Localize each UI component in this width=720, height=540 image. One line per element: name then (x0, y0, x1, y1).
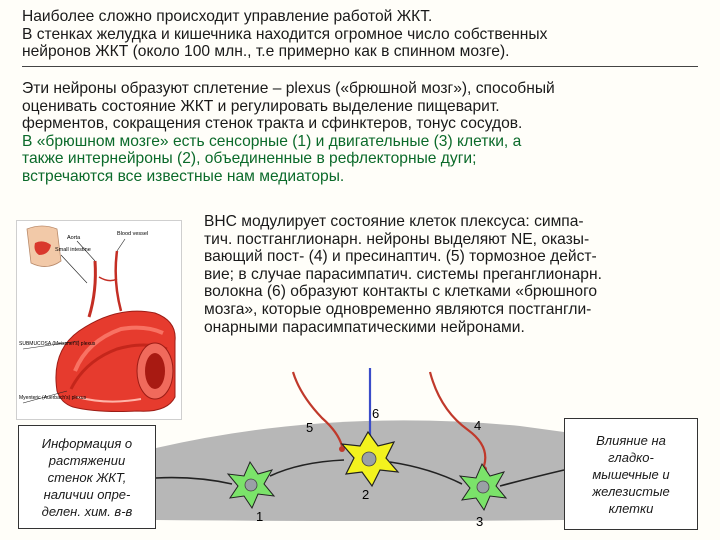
axon-2-to-3 (389, 461, 463, 485)
ans-line-4: вие; в случае парасимпатич. системы прег… (204, 265, 602, 283)
sensory-neuron-1 (226, 460, 276, 510)
intro-paragraph: Наиболее сложно происходит управление ра… (22, 8, 712, 61)
plexus-line-6: встречаются все известные нам медиаторы. (22, 167, 345, 185)
synapse-5 (339, 446, 345, 452)
plexus-line-1: Эти нейроны образуют сплетение – plexus … (22, 80, 555, 97)
neuron-label-2: 2 (362, 487, 369, 502)
effector-info-box: Влияние на гладко- мышечные и железистые… (564, 418, 698, 530)
intro-line-1: Наиболее сложно происходит управление ра… (22, 8, 433, 25)
blood-vessel (87, 250, 123, 318)
sensory-input (155, 476, 233, 485)
axon-1-to-2 (269, 459, 345, 477)
effector-info-line-3: мышечные и (592, 466, 670, 482)
effector-info-line-2: гладко- (608, 449, 654, 465)
gut-wall-band (156, 420, 564, 521)
intestine-tube (55, 310, 176, 412)
divider-line (22, 66, 698, 67)
label-myenteric: Myenteric (Auerbach's) plexus (19, 395, 87, 401)
plexus-line-3: ферментов, сокращения стенок тракта и сф… (22, 115, 523, 133)
sympathetic-fiber-5 (291, 371, 344, 447)
neuron-label-3: 3 (476, 514, 483, 529)
plexus-line-5: также интернейроны (2), объединенные в р… (22, 150, 477, 168)
plexus-paragraph: Эти нейроны образуют сплетение – plexus … (22, 80, 712, 186)
ans-line-3: вающий пост- (4) и пресинаптич. (5) торм… (204, 248, 597, 266)
intro-line-3: нейронов ЖКТ (около 100 млн., т.е пример… (22, 43, 510, 61)
intro-line-2: В стенках желудка и кишечника находится … (22, 25, 548, 43)
interneuron-2 (340, 430, 400, 488)
sensory-info-line-1: Информация о (41, 435, 133, 451)
fiber-label-5: 5 (306, 420, 313, 435)
ans-paragraph: ВНС модулирует состояние клеток плексуса… (204, 213, 712, 336)
synapse-6 (367, 440, 373, 446)
label-aorta: Aorta (67, 235, 81, 241)
sensory-info-line-4: наличии опре- (43, 486, 131, 502)
sensory-info-line-2: растяжении (48, 452, 126, 468)
ans-line-7: онарными парасимпатическими нейронами. (204, 318, 525, 336)
label-submucosa: SUBMUCOSA (Meissner's) plexus (19, 341, 96, 347)
effector-info-line-5: клетки (608, 500, 654, 516)
axon-3-to-effector (499, 469, 565, 487)
sensory-info-line-3: стенок ЖКТ, (47, 469, 127, 485)
synapse-4 (481, 466, 487, 472)
fiber-label-4: 4 (474, 418, 481, 433)
neuron-label-1: 1 (256, 509, 263, 524)
intestine-illustration: Aorta Blood vessel Small intestine SUBMU… (16, 220, 182, 420)
sympathetic-fiber-4 (428, 371, 487, 467)
ans-line-2: тич. постганглионарн. нейроны выделяют N… (204, 230, 590, 248)
plexus-line-4: В «брюшном мозге» есть сенсорные (1) и д… (22, 132, 522, 150)
plexus-line-2: оценивать состояние ЖКТ и регулировать в… (22, 97, 500, 115)
fiber-label-6: 6 (372, 406, 379, 421)
ans-line-5: волокна (6) образуют контакты с клетками… (204, 283, 598, 301)
ans-line-1: ВНС модулирует состояние клеток плексуса… (204, 213, 584, 230)
label-blood-vessel: Blood vessel (117, 231, 148, 237)
effector-info-line-1: Влияние на (596, 432, 666, 448)
label-small-intestine: Small intestine (55, 247, 91, 253)
torso-inset (26, 225, 62, 267)
motor-neuron-3 (458, 462, 508, 512)
effector-info-line-4: железистые (592, 483, 670, 499)
sensory-info-box: Информация о растяжении стенок ЖКТ, нали… (18, 425, 156, 529)
sensory-info-line-5: делен. хим. в-в (41, 503, 133, 519)
ans-line-6: мозга», которые одновременно являются по… (204, 300, 592, 318)
intestine-drawing: Aorta Blood vessel Small intestine SUBMU… (19, 225, 176, 412)
